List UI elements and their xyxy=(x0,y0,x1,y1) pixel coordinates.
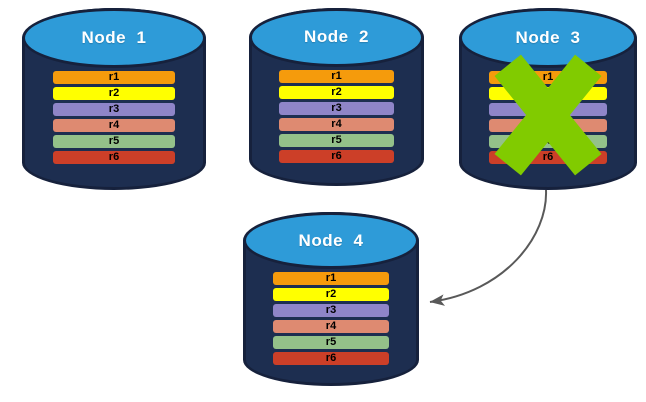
node-2-row-r5[interactable]: r5 xyxy=(278,133,395,147)
node-4-row-r2[interactable]: r2 xyxy=(272,288,390,302)
node-1-row-r1[interactable]: r1 xyxy=(53,71,175,85)
node-1-row-r2[interactable]: r2 xyxy=(53,87,175,101)
node-1-label: Node 1 xyxy=(81,28,147,48)
node-2-row-r3[interactable]: r3 xyxy=(278,101,395,115)
node-1-row-r5[interactable]: r5 xyxy=(53,135,175,149)
node-3-row-r4[interactable]: r4 xyxy=(489,119,607,133)
node-2-row-r6[interactable]: r6 xyxy=(278,149,395,163)
node-3-rows: r1 r2 r3 r4 r5 r6 xyxy=(489,68,607,168)
node-4-cylinder-top: Node 4 xyxy=(243,212,419,270)
node-2-row-r1[interactable]: r1 xyxy=(278,69,395,83)
node-2-cylinder-top: Node 2 xyxy=(249,8,424,67)
node-4-row-r1[interactable]: r1 xyxy=(272,272,390,286)
node-3-row-r2[interactable]: r2 xyxy=(489,87,607,101)
node-3-row-r6[interactable]: r6 xyxy=(489,151,607,165)
node-1-row-r3[interactable]: r3 xyxy=(53,103,175,117)
node-3-row-r5[interactable]: r5 xyxy=(489,135,607,149)
node-3-cylinder-top: Node 3 xyxy=(459,8,637,69)
replication-arrow-path xyxy=(429,189,548,306)
node-1-row-r4[interactable]: r4 xyxy=(53,119,175,133)
node-1-cylinder-top: Node 1 xyxy=(22,8,206,69)
node-3-label: Node 3 xyxy=(515,28,581,48)
node-2-rows: r1 r2 r3 r4 r5 r6 xyxy=(278,67,395,165)
node-4[interactable]: r1 r2 r3 r4 r5 r6 Node 4 xyxy=(243,212,419,386)
node-4-rows: r1 r2 r3 r4 r5 r6 xyxy=(272,269,390,366)
node-3[interactable]: r1 r2 r3 r4 r5 r6 Node 3 xyxy=(459,8,637,190)
node-3-row-r3[interactable]: r3 xyxy=(489,103,607,117)
node-4-row-r3[interactable]: r3 xyxy=(272,304,390,318)
node-3-row-r1[interactable]: r1 xyxy=(489,71,607,85)
node-4-row-r6[interactable]: r6 xyxy=(272,352,390,366)
node-4-row-r4[interactable]: r4 xyxy=(272,320,390,334)
node-2[interactable]: r1 r2 r3 r4 r5 r6 Node 2 xyxy=(249,8,424,186)
node-1[interactable]: r1 r2 r3 r4 r5 r6 Node 1 xyxy=(22,8,206,190)
node-2-row-r2[interactable]: r2 xyxy=(278,85,395,99)
node-4-label: Node 4 xyxy=(298,230,364,250)
node-1-row-r6[interactable]: r6 xyxy=(53,151,175,165)
node-4-row-r5[interactable]: r5 xyxy=(272,336,390,350)
node-2-label: Node 2 xyxy=(304,27,369,47)
node-2-row-r4[interactable]: r4 xyxy=(278,117,395,131)
node-1-rows: r1 r2 r3 r4 r5 r6 xyxy=(53,68,175,168)
